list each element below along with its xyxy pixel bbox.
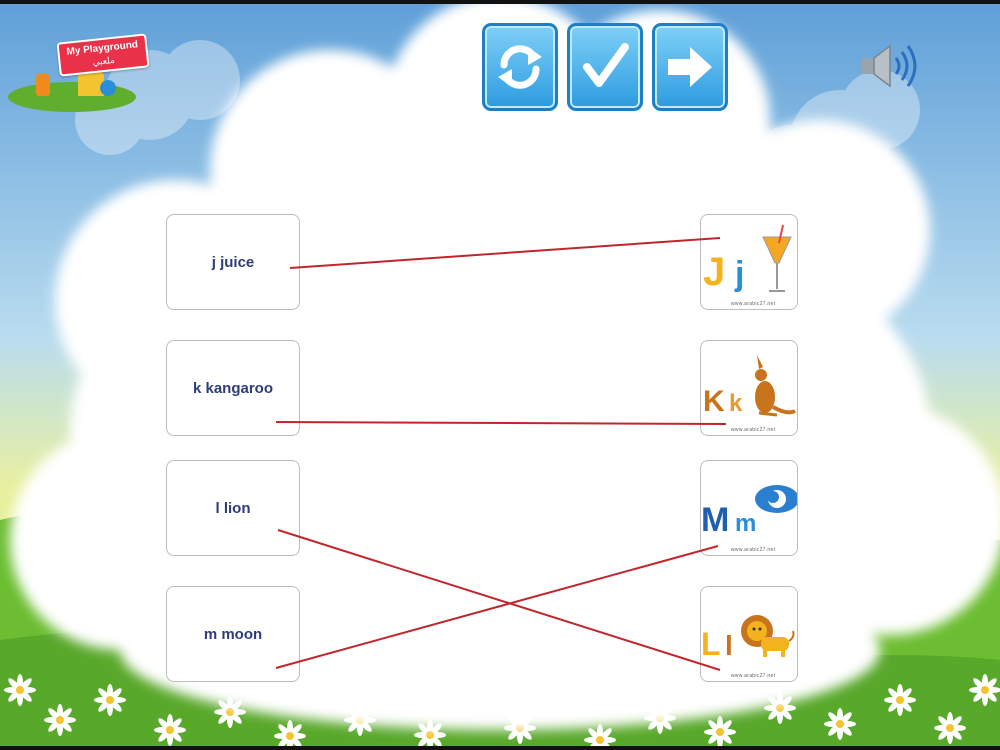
picture-card-ll-lion[interactable]: L l www.arabic27.net	[700, 586, 798, 682]
refresh-icon	[498, 45, 542, 89]
svg-text:m: m	[735, 510, 756, 537]
picture-card-mm-moon[interactable]: M m www.arabic27.net	[700, 460, 798, 556]
word-card-m-moon[interactable]: m moon	[166, 586, 300, 682]
word-card-k-kangaroo[interactable]: k kangaroo	[166, 340, 300, 436]
picture-card-jj-juice[interactable]: J j www.arabic27.net	[700, 214, 798, 310]
moon-icon: M m	[701, 485, 797, 539]
picture-caption: www.arabic27.net	[731, 673, 776, 679]
svg-text:K: K	[703, 385, 725, 418]
checkmark-icon	[583, 43, 629, 87]
arrow-right-icon	[668, 47, 712, 87]
word-label: k kangaroo	[192, 379, 274, 397]
top-frame-bar	[0, 0, 1000, 4]
word-label: j juice	[211, 253, 255, 271]
svg-text:k: k	[729, 390, 743, 417]
speaker-icon	[862, 44, 917, 88]
picture-caption: www.arabic27.net	[731, 301, 776, 307]
kangaroo-icon: K k	[703, 355, 796, 418]
word-card-j-juice[interactable]: j juice	[166, 214, 300, 310]
word-label: l lion	[215, 499, 251, 517]
picture-caption: www.arabic27.net	[731, 547, 776, 553]
juice-glass-icon: J j	[703, 224, 792, 294]
my-playground-logo[interactable]: My Playground ملعبي	[8, 33, 150, 118]
svg-text:j: j	[734, 255, 744, 293]
check-button[interactable]	[567, 23, 643, 111]
word-label: m moon	[203, 625, 263, 643]
logo-grass	[8, 82, 136, 112]
logo-toy	[36, 74, 50, 96]
logo-toy	[78, 72, 104, 96]
picture-card-kk-kangaroo[interactable]: K k www.arabic27.net	[700, 340, 798, 436]
sound-button[interactable]	[858, 40, 924, 92]
bottom-frame-bar	[0, 746, 1000, 750]
word-card-l-lion[interactable]: l lion	[166, 460, 300, 556]
next-button[interactable]	[652, 23, 728, 111]
svg-text:l: l	[725, 630, 733, 661]
svg-text:J: J	[703, 250, 725, 294]
logo-toy	[100, 80, 116, 96]
picture-caption: www.arabic27.net	[731, 427, 776, 433]
svg-text:L: L	[701, 626, 721, 662]
reset-button[interactable]	[482, 23, 558, 111]
svg-text:M: M	[701, 501, 729, 539]
logo-sign: My Playground ملعبي	[56, 33, 150, 77]
lion-icon: L l	[701, 615, 795, 662]
